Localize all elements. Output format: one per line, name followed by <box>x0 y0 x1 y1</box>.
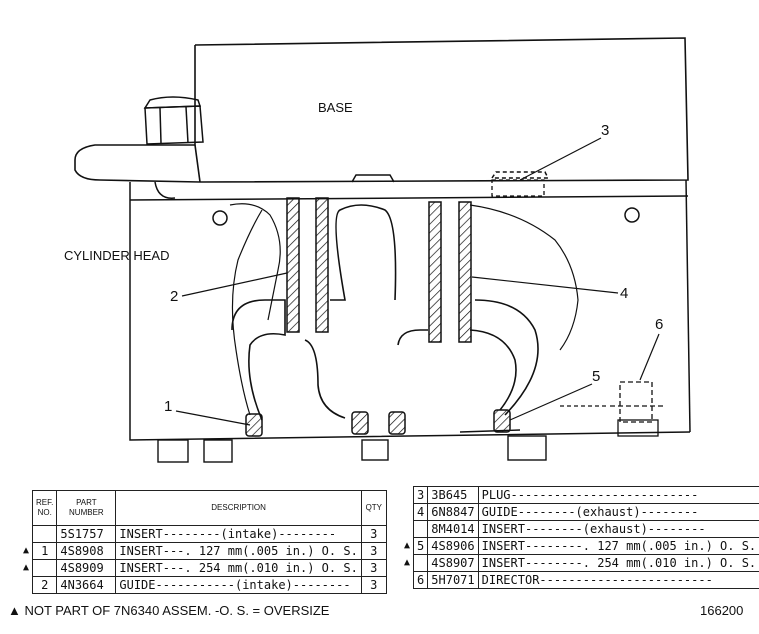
oversize-mark <box>401 521 414 538</box>
part-number: 3B645 <box>427 486 479 504</box>
part-number: 4S8909 <box>56 559 117 577</box>
table-header-row: REF. NO. PART NUMBER DESCRIPTION QTY <box>20 490 387 526</box>
header-description: DESCRIPTION <box>115 490 362 526</box>
table-row: ▲ 5 4S8906 INSERT--------. 127 mm(.005 i… <box>401 537 759 555</box>
leader-lines <box>175 137 660 426</box>
part-number: 5S1757 <box>56 525 117 543</box>
ref-no: 3 <box>413 486 429 504</box>
part-number: 4S8907 <box>427 554 479 572</box>
description: INSERT--------(exhaust)-------- <box>477 520 759 538</box>
description: GUIDE-----------(intake)-------- <box>115 576 362 594</box>
description: GUIDE--------(exhaust)-------- <box>477 503 759 521</box>
part-number: 4S8908 <box>56 542 117 560</box>
base-plate <box>74 37 689 183</box>
callout-1: 1 <box>164 398 173 415</box>
qty: 3 <box>360 542 387 560</box>
ref-no: 6 <box>413 571 429 589</box>
intake-valve-guide <box>286 197 329 333</box>
callout-4: 4 <box>620 285 629 302</box>
table-row: ▲ 4S8907 INSERT--------. 254 mm(.010 in.… <box>401 554 759 572</box>
description: INSERT--------. 127 mm(.005 in.) O. S. <box>477 537 759 555</box>
description: PLUG-------------------------- <box>477 486 759 504</box>
description: DIRECTOR------------------------ <box>477 571 759 589</box>
oversize-mark: ▲ <box>404 557 411 568</box>
ref-no: 5 <box>413 537 429 555</box>
qty: 3 <box>360 525 387 543</box>
base-bolt <box>143 96 204 145</box>
callout-6: 6 <box>655 316 664 333</box>
qty: 3 <box>360 559 387 577</box>
cylinder-head-body <box>129 171 691 441</box>
section-breakout <box>229 203 579 416</box>
oversize-mark: ▲ <box>23 562 30 573</box>
table-row: 4 6N8847 GUIDE--------(exhaust)-------- … <box>401 503 759 521</box>
base-label: BASE <box>318 100 353 115</box>
exhaust-port <box>304 299 539 419</box>
description: INSERT---. 254 mm(.010 in.) O. S. <box>115 559 362 577</box>
callout-5: 5 <box>592 368 601 385</box>
header-qty: QTY <box>360 490 387 526</box>
table-row: 5S1757 INSERT--------(intake)-------- 3 <box>20 525 387 543</box>
table-row: ▲ 1 4S8908 INSERT---. 127 mm(.005 in.) O… <box>20 542 387 560</box>
part-number: 8M4014 <box>427 520 479 538</box>
parts-table-left: REF. NO. PART NUMBER DESCRIPTION QTY 5S1… <box>20 490 387 594</box>
exhaust-valve-guide <box>428 201 472 343</box>
header-mark <box>20 491 33 526</box>
header-ref-no: REF. NO. <box>32 490 58 526</box>
oversize-mark <box>401 504 414 521</box>
oversize-mark <box>401 572 414 589</box>
ref-no <box>32 559 58 577</box>
oversize-mark <box>20 577 33 594</box>
cylinder-head-section-drawing <box>74 37 691 463</box>
ref-no <box>413 520 429 538</box>
description: INSERT--------. 254 mm(.010 in.) O. S. <box>477 554 759 572</box>
header-part-number: PART NUMBER <box>56 490 117 526</box>
oversize-mark: ▲ <box>404 540 411 551</box>
part-number: 6N8847 <box>427 503 479 521</box>
ref-no: 4 <box>413 503 429 521</box>
valve-seat-inserts <box>245 409 511 437</box>
qty: 3 <box>360 576 387 594</box>
callout-2: 2 <box>170 288 179 305</box>
figure-number: 166200 <box>700 603 744 618</box>
cylinder-head-label: CYLINDER HEAD <box>64 248 170 263</box>
bottom-studs <box>157 429 547 463</box>
ref-no: 1 <box>32 542 58 560</box>
ref-no <box>32 525 58 543</box>
table-row: 2 4N3664 GUIDE-----------(intake)-------… <box>20 576 387 594</box>
description: INSERT--------(intake)-------- <box>115 525 362 543</box>
table-row: 6 5H7071 DIRECTOR-----------------------… <box>401 571 759 589</box>
callout-3: 3 <box>601 122 610 139</box>
part-number: 4S8906 <box>427 537 479 555</box>
ref-no <box>413 554 429 572</box>
table-row: 8M4014 INSERT--------(exhaust)-------- 3 <box>401 520 759 538</box>
oversize-mark: ▲ <box>23 545 30 556</box>
description: INSERT---. 127 mm(.005 in.) O. S. <box>115 542 362 560</box>
oversize-mark <box>401 487 414 504</box>
part-number: 4N3664 <box>56 576 117 594</box>
table-row: ▲ 4S8909 INSERT---. 254 mm(.010 in.) O. … <box>20 559 387 577</box>
director <box>560 381 665 437</box>
intake-port <box>231 204 397 421</box>
table-row: 3 3B645 PLUG-------------------------- 1… <box>401 486 759 504</box>
parts-table-right: 3 3B645 PLUG-------------------------- 1… <box>401 486 759 589</box>
footnote: ▲ NOT PART OF 7N6340 ASSEM. -O. S. = OVE… <box>8 603 330 618</box>
plug <box>491 179 545 197</box>
oversize-mark <box>20 526 33 543</box>
ref-no: 2 <box>32 576 58 594</box>
part-number: 5H7071 <box>427 571 479 589</box>
